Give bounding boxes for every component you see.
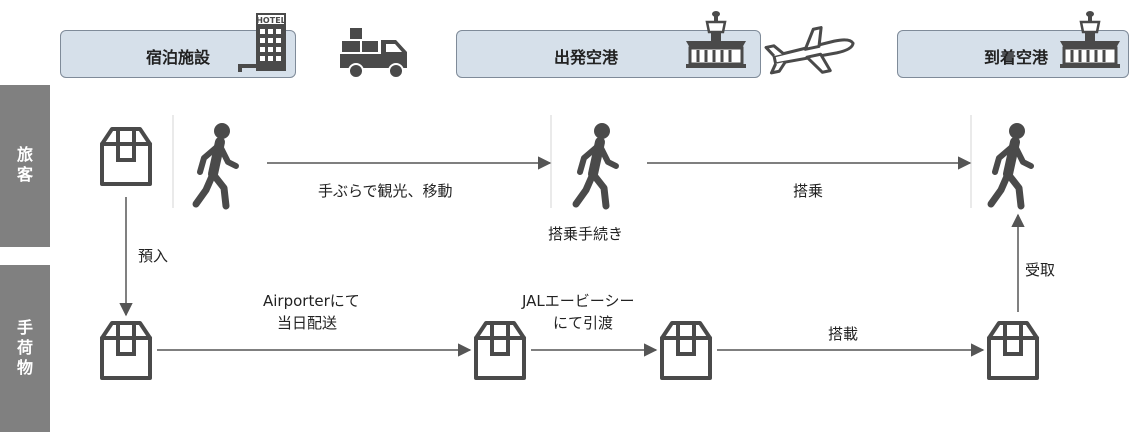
walking-person-icon-hotel [196,123,236,206]
departure-airport-label: 出発空港 [554,48,619,67]
baggage-parcel-icon-airport [474,321,526,380]
baggage-row-bar [0,265,50,432]
baggage-parcel-icon-hotel [100,321,152,380]
arrival-airport-tower-icon [1058,9,1122,70]
arrival-airport-label: 到着空港 [984,48,1049,67]
hands-free-label: 手ぶらで観光、移動 [318,182,453,200]
hotel-icon: HOTEL [238,13,286,72]
boarding-label: 搭乗 [793,182,824,200]
hotel-label: 宿泊施設 [146,48,211,67]
airplane-icon [764,26,855,75]
walking-person-icon-arrival [991,123,1031,206]
checkin-label: 搭乗手続き [548,225,624,243]
baggage-parcel-icon-handover [660,321,712,380]
truck-icon [340,28,407,79]
walking-person-icon-departure [576,123,616,206]
traveler-row-label: 旅 客 [16,145,33,184]
airporter-label-line2: 当日配送 [277,314,338,332]
deposit-label: 預入 [138,247,169,265]
airporter-label-line1: Airporterにて [263,292,360,310]
baggage-row-label: 手 荷 物 [16,318,33,377]
departure-airport-tower-icon [684,9,748,70]
hotel-sign: HOTEL [256,16,286,25]
jal-label-line1: JALエービーシー [522,292,635,310]
jal-label-line2: にて引渡 [553,314,614,332]
traveler-row-bar [0,85,50,247]
baggage-parcel-icon-arrival [987,321,1039,380]
receive-label: 受取 [1025,261,1056,279]
traveler-parcel-icon [100,127,152,186]
loading-label: 搭載 [828,325,859,343]
